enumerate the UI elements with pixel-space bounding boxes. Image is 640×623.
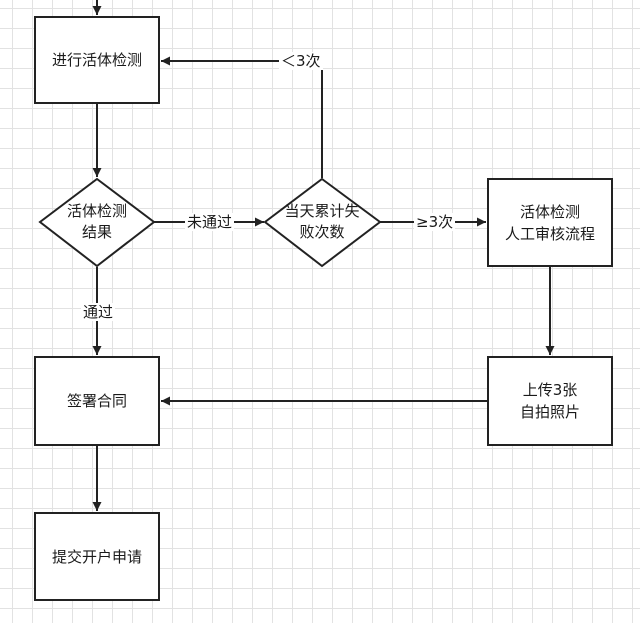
arrow-failures-back-to-check [161, 56, 323, 178]
process-liveness-check: 进行活体检测 [34, 16, 160, 104]
process-upload-selfies-label: 上传3张 自拍照片 [519, 381, 580, 421]
process-upload-selfies: 上传3张 自拍照片 [487, 356, 613, 446]
process-submit-application: 提交开户申请 [34, 512, 160, 601]
process-submit-application-label: 提交开户申请 [51, 547, 142, 566]
decision-liveness-result-shape [38, 177, 156, 268]
edge-label-passed: 通过 [81, 303, 116, 321]
decision-daily-failures: 当天累计失 败次数 [272, 195, 372, 249]
decision-daily-failures-shape [263, 177, 382, 268]
process-manual-review: 活体检测 人工审核流程 [487, 178, 613, 267]
process-sign-contract-label: 签署合同 [66, 392, 127, 410]
process-liveness-check-label: 进行活体检测 [51, 51, 142, 69]
process-sign-contract: 签署合同 [34, 356, 160, 446]
edge-label-at-least-3: ≥3次 [414, 213, 456, 231]
edge-label-not-passed: 未通过 [185, 213, 235, 231]
edge-label-less-than-3: ＜3次 [279, 52, 323, 70]
decision-liveness-result: 活体检测 结果 [47, 195, 147, 249]
process-manual-review-label: 活体检测 人工审核流程 [504, 202, 595, 243]
decision-daily-failures-label: 当天累计失 败次数 [284, 202, 360, 241]
decision-liveness-result-label: 活体检测 结果 [66, 202, 127, 241]
